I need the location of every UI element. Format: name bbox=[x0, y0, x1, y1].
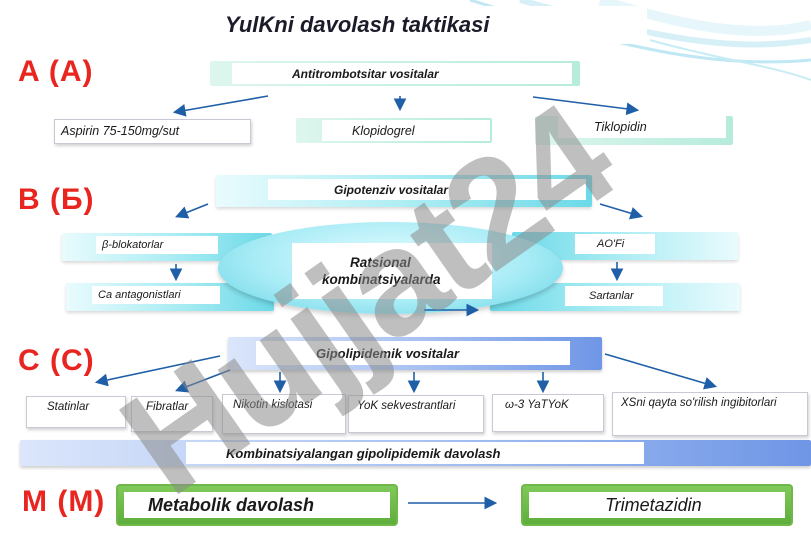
center-line-1: Ratsional bbox=[350, 255, 411, 270]
section-letter-b: B (Б) bbox=[18, 183, 95, 216]
combined-gipolipidemik: Kombinatsiyalangan gipolipidemik davolas… bbox=[186, 442, 644, 464]
section-letter-c: C (C) bbox=[18, 344, 95, 377]
trimetazidin-frame: Trimetazidin bbox=[521, 484, 793, 526]
item-sartanlar: Sartanlar bbox=[565, 286, 663, 306]
trimetazidin: Trimetazidin bbox=[529, 492, 785, 518]
item-nikotin-kislotasi: Nikotin kislotasi bbox=[222, 394, 346, 434]
item-klopidogrel: Klopidogrel bbox=[322, 120, 490, 141]
metabolik-davolash: Metabolik davolash bbox=[124, 492, 390, 518]
header-gipotenziv: Gipotenziv vositalar bbox=[268, 179, 586, 200]
item-tiklopidin: Tiklopidin bbox=[558, 116, 726, 138]
section-letter-m: M (M) bbox=[22, 485, 106, 518]
header-gipolipidemik: Gipolipidemik vositalar bbox=[256, 341, 570, 365]
section-letter-a: A (A) bbox=[18, 55, 94, 88]
page-title: YulKni davolash taktikasi bbox=[155, 6, 647, 44]
item-statinlar: Statinlar bbox=[26, 396, 126, 428]
center-line-2: kombinatsiyalarda bbox=[322, 272, 441, 287]
item-ca-antagonistlari: Ca antagonistlari bbox=[92, 286, 220, 304]
item-beta-blokatorlar: β-blokatorlar bbox=[96, 236, 218, 254]
item-xs-ingibitorlari: XSni qayta so'rilish ingibitorlari bbox=[612, 392, 808, 436]
metabolik-frame: Metabolik davolash bbox=[116, 484, 398, 526]
rational-combinations-label: Ratsional kombinatsiyalarda bbox=[292, 243, 492, 299]
item-omega3: ω-3 YaTYoK bbox=[492, 394, 604, 432]
item-yok-sekvestrantlari: YoK sekvestrantlari bbox=[348, 395, 484, 433]
item-aofi: AO'Fi bbox=[575, 234, 655, 254]
header-antitrombotsitar: Antitrombotsitar vositalar bbox=[232, 63, 572, 84]
item-fibratlar: Fibratlar bbox=[131, 396, 213, 432]
item-aspirin: Aspirin 75-150mg/sut bbox=[54, 119, 251, 144]
